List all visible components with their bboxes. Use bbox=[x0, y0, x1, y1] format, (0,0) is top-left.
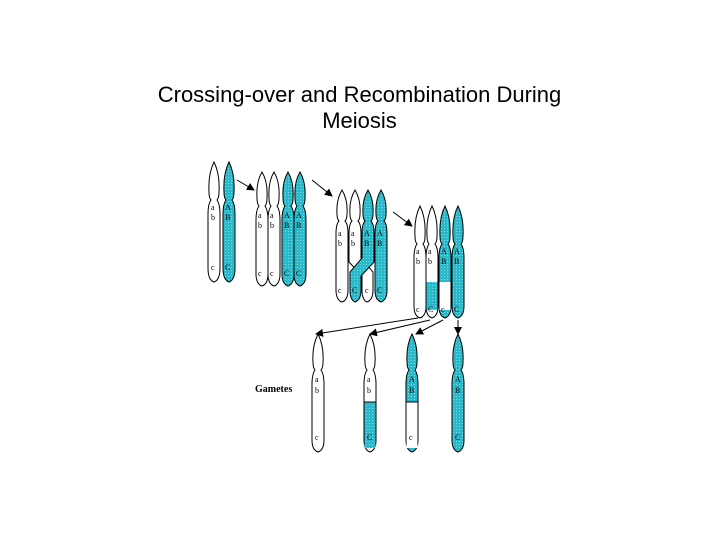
recombinant-segment-white bbox=[439, 282, 451, 310]
allele-label: c bbox=[365, 286, 369, 295]
allele-label: B bbox=[377, 239, 382, 248]
allele-label: B bbox=[441, 257, 446, 266]
allele-label: A bbox=[409, 375, 415, 384]
allele-label: B bbox=[296, 221, 301, 230]
allele-label: B bbox=[225, 213, 230, 222]
allele-label: b bbox=[258, 221, 262, 230]
allele-label: C bbox=[296, 269, 301, 278]
arrow-stage-3-to-4 bbox=[392, 211, 413, 227]
allele-label: C bbox=[225, 263, 230, 272]
allele-label: A bbox=[441, 247, 447, 256]
allele-label: B bbox=[364, 239, 369, 248]
chromatid-cyan-crossed bbox=[349, 189, 375, 303]
allele-label: c bbox=[270, 269, 274, 278]
allele-label: c bbox=[416, 305, 420, 314]
chromatid-cyan bbox=[451, 204, 465, 319]
recombinant-segment-cyan bbox=[426, 282, 438, 310]
chromatid-cyan bbox=[281, 171, 295, 287]
allele-label: b bbox=[367, 386, 371, 395]
stage-1-homologous-pair: a b c A B C bbox=[207, 160, 236, 283]
chromatid-white bbox=[267, 171, 281, 287]
allele-label: b bbox=[351, 239, 355, 248]
allele-label: A bbox=[284, 211, 290, 220]
allele-label: b bbox=[428, 257, 432, 266]
allele-label: b bbox=[211, 213, 215, 222]
stage-2-replicated: a b c a b c A B C A B C bbox=[255, 171, 307, 287]
allele-label: A bbox=[225, 203, 231, 212]
chromatid-cyan bbox=[451, 332, 465, 453]
allele-label: B bbox=[455, 386, 460, 395]
allele-label: b bbox=[416, 257, 420, 266]
allele-label: A bbox=[377, 229, 383, 238]
stage-4-recombinant-chromatids: a b c a b C A B c A B C bbox=[413, 204, 465, 319]
arrow-to-gamete-2 bbox=[369, 319, 431, 337]
allele-label: B bbox=[454, 257, 459, 266]
allele-label: a bbox=[258, 211, 262, 220]
arrow-to-gamete-3 bbox=[415, 319, 444, 335]
slide-title-line-1: Crossing-over and Recombination During bbox=[157, 82, 562, 107]
allele-label: C bbox=[377, 286, 382, 295]
allele-label: A bbox=[296, 211, 302, 220]
allele-label: A bbox=[454, 247, 460, 256]
allele-label: B bbox=[409, 386, 414, 395]
gamete-1: a b c bbox=[311, 332, 325, 453]
allele-label: a bbox=[416, 247, 420, 256]
allele-label: a bbox=[367, 375, 371, 384]
allele-label: C bbox=[352, 286, 357, 295]
chromatid-white bbox=[413, 204, 427, 319]
allele-label: c bbox=[211, 263, 215, 272]
arrow-stage-2-to-3 bbox=[311, 179, 333, 197]
gamete-4: A B C bbox=[451, 332, 465, 453]
allele-label: C bbox=[428, 305, 433, 314]
gamete-2: a b C bbox=[363, 332, 377, 453]
recombinant-segment-cyan bbox=[364, 402, 376, 448]
allele-label: C bbox=[455, 433, 460, 442]
chromatid-white bbox=[311, 332, 325, 453]
allele-label: C bbox=[454, 305, 459, 314]
allele-label: c bbox=[315, 433, 319, 442]
stage-3-crossing-over: a b c a b C A B c A B C bbox=[335, 189, 388, 303]
allele-label: a bbox=[428, 247, 432, 256]
gametes-label: Gametes bbox=[255, 384, 292, 395]
allele-label: a bbox=[270, 211, 274, 220]
slide-title-line-2: Meiosis bbox=[322, 108, 397, 133]
allele-label: B bbox=[284, 221, 289, 230]
chromatid-cyan bbox=[293, 171, 307, 287]
arrow-to-gamete-1 bbox=[315, 317, 419, 337]
chromosome-white bbox=[207, 160, 221, 283]
chromatid-white bbox=[255, 171, 269, 287]
recombinant-segment-white bbox=[406, 402, 418, 448]
allele-label: A bbox=[364, 229, 370, 238]
allele-label: b bbox=[338, 239, 342, 248]
allele-label: a bbox=[338, 229, 342, 238]
allele-label: c bbox=[409, 433, 413, 442]
allele-label: A bbox=[455, 375, 461, 384]
allele-label: a bbox=[315, 375, 319, 384]
allele-label: C bbox=[284, 269, 289, 278]
allele-label: c bbox=[441, 305, 445, 314]
chromatid-white bbox=[335, 189, 349, 303]
chromatid-white-crossed bbox=[348, 189, 374, 303]
allele-label: c bbox=[258, 269, 262, 278]
allele-label: a bbox=[351, 229, 355, 238]
chromatid-cyan bbox=[374, 189, 388, 303]
allele-label: b bbox=[315, 386, 319, 395]
gamete-3: A B c bbox=[405, 332, 419, 453]
chromosome-cyan bbox=[222, 160, 236, 283]
allele-label: b bbox=[270, 221, 274, 230]
allele-label: a bbox=[211, 203, 215, 212]
arrow-stage-1-to-2 bbox=[236, 179, 255, 191]
allele-label: c bbox=[338, 286, 342, 295]
allele-label: C bbox=[367, 433, 372, 442]
